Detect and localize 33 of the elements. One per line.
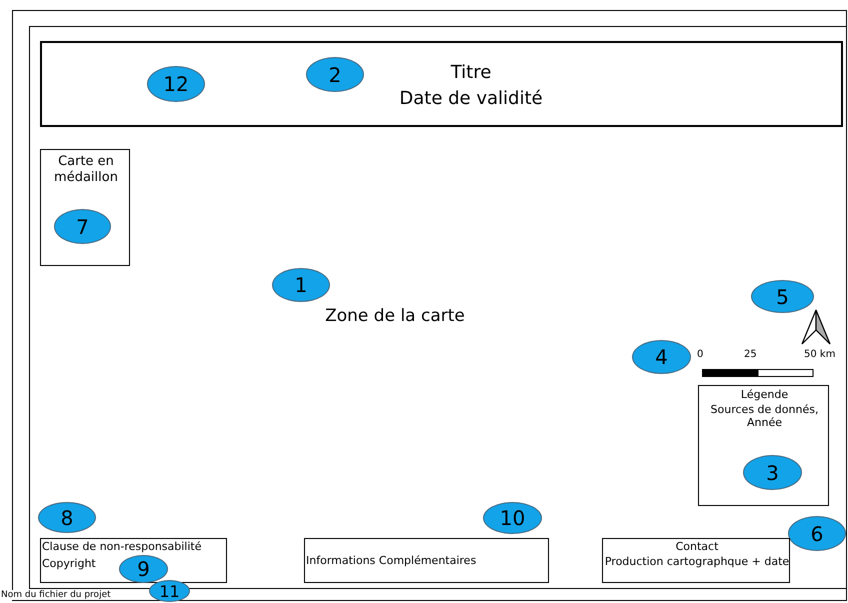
callout-number: 11 <box>149 580 190 602</box>
title-box <box>40 41 843 127</box>
inset-map-label: Carte en médaillon <box>53 154 119 186</box>
scale-tick-label: 50 km <box>804 349 836 360</box>
file-name-text: Nom du fichier du projet <box>1 590 111 600</box>
legend-heading: Légende <box>740 388 790 402</box>
callout-number: 9 <box>119 555 168 583</box>
contact-heading: Contact <box>674 540 720 554</box>
info-box <box>304 538 549 583</box>
callout-number: 7 <box>54 209 111 244</box>
legend-box <box>698 385 829 506</box>
title-text: Titre <box>450 62 492 84</box>
map-zone-label: Zone de la carte <box>324 306 466 326</box>
callout-number: 4 <box>632 340 691 374</box>
callout-number: 12 <box>147 66 205 102</box>
callout-number: 3 <box>743 455 802 490</box>
callout-number: 5 <box>751 280 814 313</box>
contact-box <box>602 538 790 583</box>
callout-number: 10 <box>483 502 542 534</box>
inset-map-box <box>40 149 130 266</box>
callout-number: 6 <box>788 516 846 551</box>
callout-number: 1 <box>272 268 330 302</box>
callout-number: 2 <box>306 57 364 92</box>
scale-tick-label: 25 <box>744 349 757 360</box>
scale-tick-label: 0 <box>697 349 704 360</box>
info-text: Informations Complémentaires <box>306 554 478 568</box>
copyright-text: Copyright <box>42 557 97 570</box>
validity-date-text: Date de validité <box>398 88 544 110</box>
production-text: Production cartographque + date <box>604 555 790 568</box>
disclaimer-box <box>40 538 227 583</box>
disclaimer-text: Clause de non-responsabilité <box>42 540 202 554</box>
sources-text: Sources de donnés, Année <box>710 403 820 430</box>
callout-number: 8 <box>38 502 96 533</box>
